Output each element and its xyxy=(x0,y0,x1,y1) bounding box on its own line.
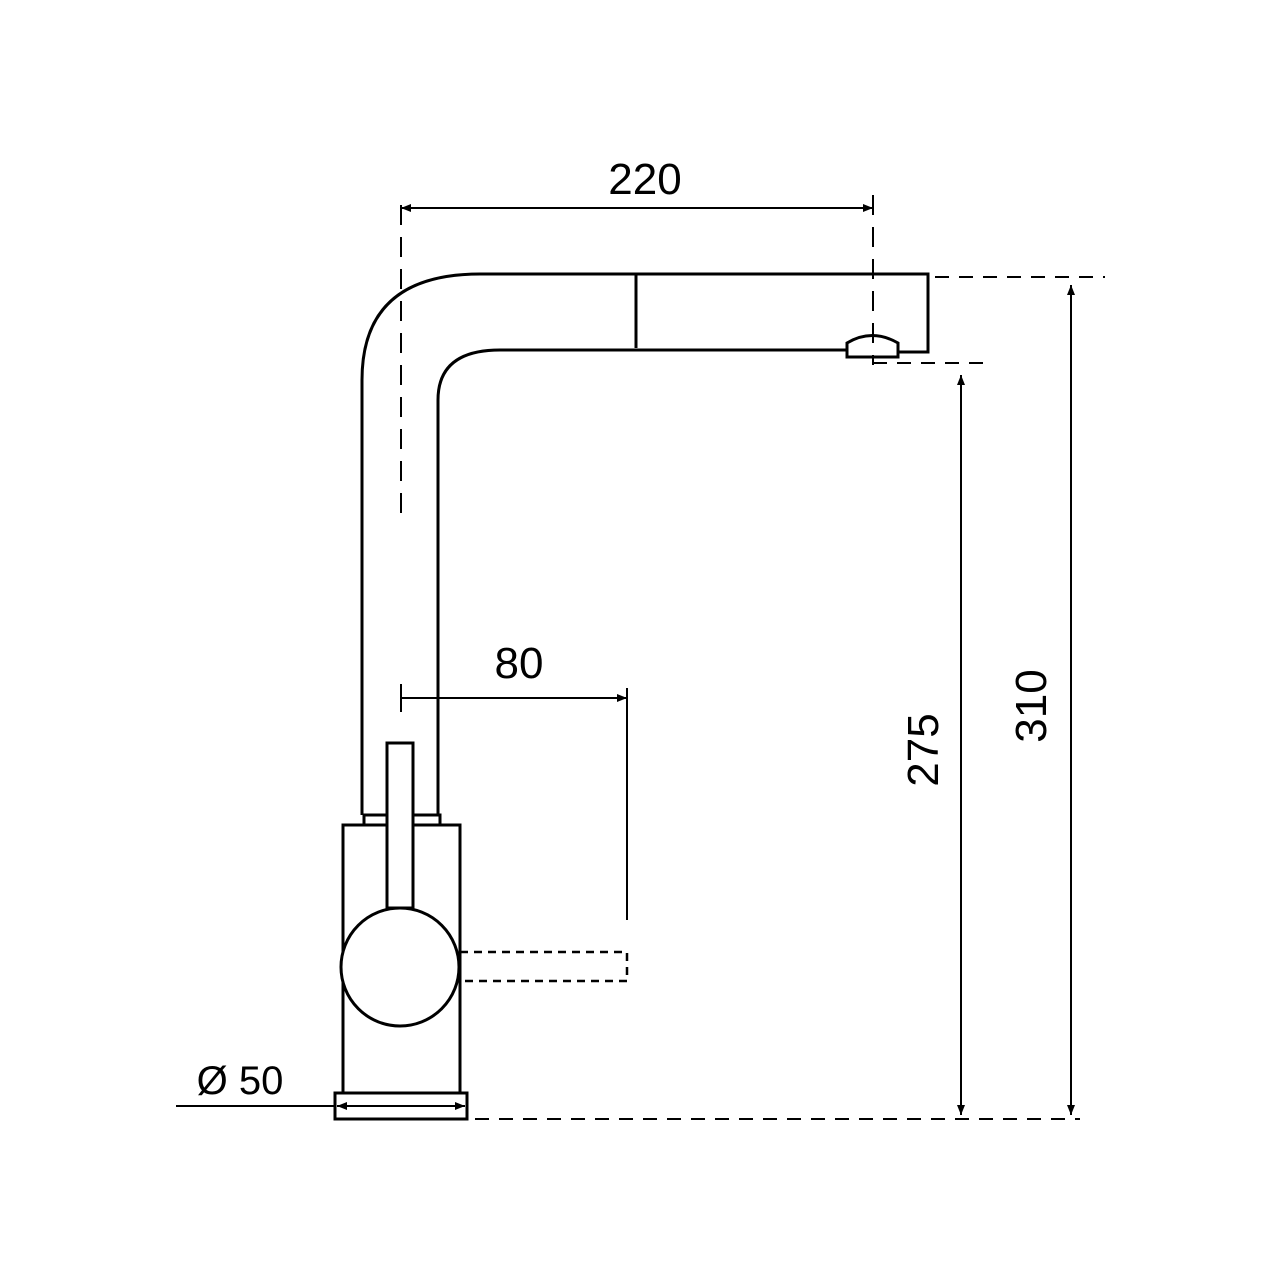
spout-outer-outline xyxy=(360,272,930,815)
lever-hub xyxy=(339,906,461,1028)
dim-310-label: 310 xyxy=(1007,669,1056,742)
dim-diameter-label: Ø 50 xyxy=(197,1059,284,1103)
lever-alt-position xyxy=(458,950,629,983)
spout-inner-outline xyxy=(436,348,847,815)
aerator xyxy=(845,334,900,359)
dim-275-label: 275 xyxy=(899,713,948,786)
lever-handle xyxy=(385,741,415,910)
dim-220-label: 220 xyxy=(608,155,681,204)
dim-80-label: 80 xyxy=(495,639,544,688)
